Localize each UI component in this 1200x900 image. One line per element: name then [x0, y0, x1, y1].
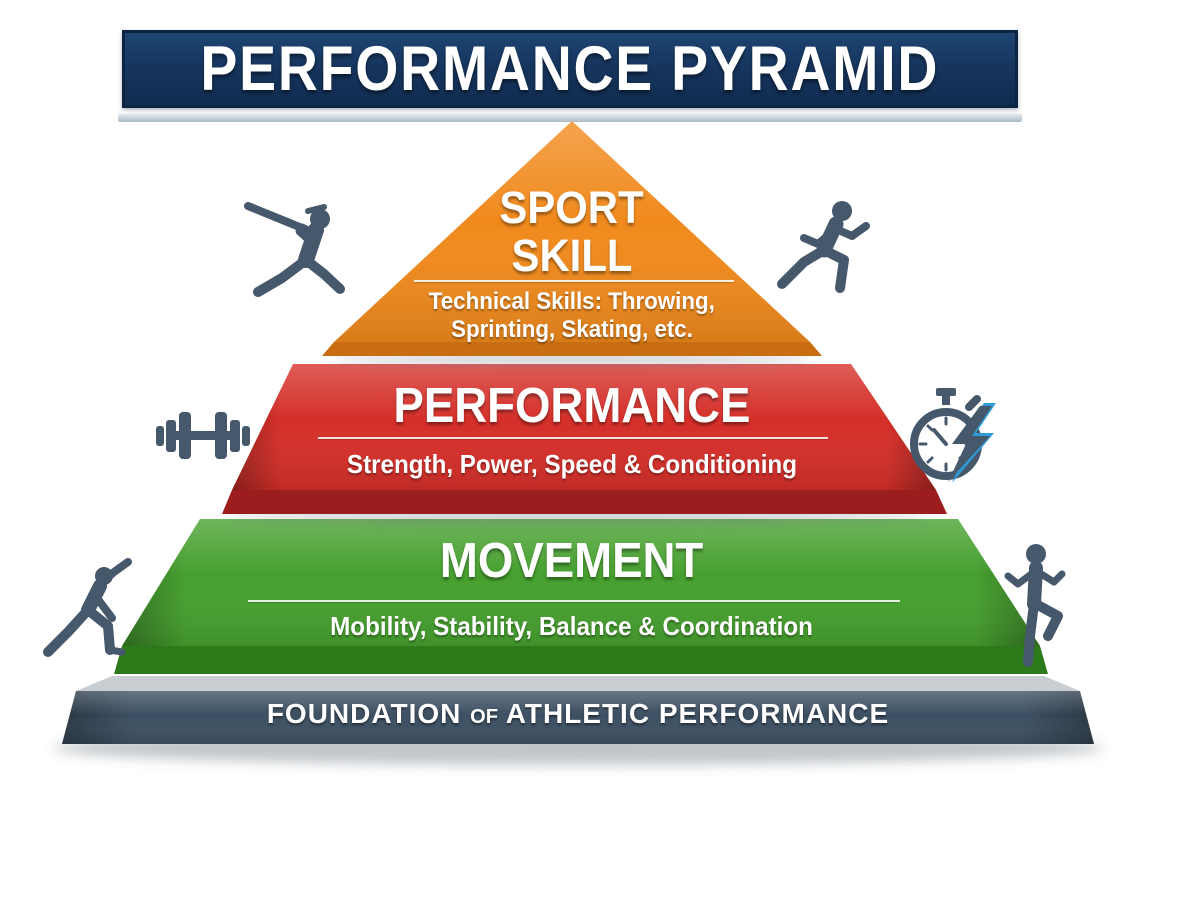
movement-sheen	[122, 519, 1040, 646]
movement-bottom-lip	[114, 646, 1048, 674]
sport-skill-title: SPORT SKILL	[499, 182, 645, 281]
header-banner: PERFORMANCE PYRAMID	[122, 30, 1018, 108]
performance-bottom-lip	[222, 490, 947, 514]
stretching-person-icon	[43, 558, 132, 657]
foundation-label: FOUNDATION of ATHLETIC PERFORMANCE	[266, 698, 890, 729]
movement-subtitle: Mobility, Stability, Balance & Coordinat…	[330, 611, 814, 641]
sport-skill-sheen	[334, 121, 810, 342]
foundation-top-surface	[76, 676, 1080, 691]
sport-skill-subtitle: Technical Skills: Throwing, Sprinting, S…	[428, 288, 716, 344]
stopwatch-lightning-icon	[910, 388, 996, 483]
balance-person-icon	[1004, 544, 1066, 667]
header-underline-bar	[118, 113, 1022, 122]
movement-title: MOVEMENT	[440, 534, 704, 588]
performance-title: PERFORMANCE	[393, 379, 751, 433]
performance-subtitle: Strength, Power, Speed & Conditioning	[346, 449, 798, 479]
page-title: PERFORMANCE PYRAMID	[200, 34, 940, 104]
gap-shadow-orange-red	[332, 354, 812, 364]
sport-skill-divider	[414, 280, 734, 282]
runner-icon	[777, 201, 870, 293]
performance-sheen	[232, 364, 936, 490]
foundation-sheen	[62, 691, 1094, 744]
performance-divider	[318, 437, 828, 439]
dumbbell-icon	[156, 412, 250, 459]
sport-skill-bottom-lip	[322, 342, 822, 356]
movement-divider	[248, 600, 900, 602]
baseball-batter-icon	[244, 202, 345, 297]
